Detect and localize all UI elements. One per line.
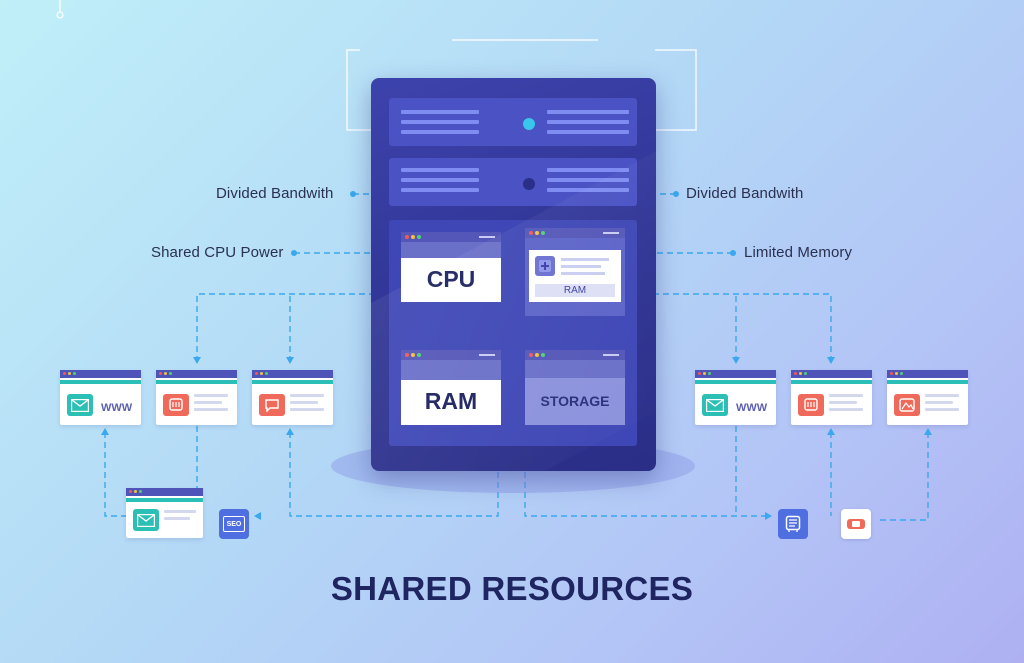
ram-label: RAM: [424, 388, 478, 414]
server-rack-2: [389, 158, 637, 206]
www-label: WWW: [736, 402, 768, 414]
database-icon: [841, 509, 871, 539]
frame-outline: [59, 0, 697, 131]
website-card-right-1: WWW: [695, 370, 776, 425]
connector-dots: [291, 191, 736, 256]
www-label: WWW: [101, 402, 133, 414]
shopping-cart-icon: [798, 394, 824, 416]
server-tower: CPU RAM: [371, 78, 656, 471]
memory-card: RAM: [525, 228, 625, 316]
website-card-left-3: [252, 370, 333, 425]
website-card-right-2: [791, 370, 872, 425]
document-icon: [778, 509, 808, 539]
dashed-connectors: [104, 193, 929, 521]
page-title: SHARED RESOURCES: [330, 570, 694, 607]
website-card-left-1: WWW: [60, 370, 141, 425]
chat-bubble-icon: [259, 394, 285, 416]
website-card-left-4: [126, 488, 203, 538]
resource-panel: CPU RAM: [389, 220, 637, 446]
seo-icon: SEO: [219, 509, 249, 539]
image-gallery-icon: [894, 394, 920, 416]
server-rack-1: [389, 98, 637, 146]
status-light-icon: [523, 178, 535, 190]
divided-bandwidth-right-label: Divided Bandwith: [686, 185, 804, 202]
storage-label: STORAGE: [540, 393, 610, 409]
memory-chip-icon: [535, 256, 555, 276]
memory-card-label: RAM: [563, 285, 587, 296]
divided-bandwidth-left-label: Divided Bandwith: [216, 185, 334, 202]
storage-card: STORAGE: [525, 350, 625, 425]
mail-icon: [702, 394, 728, 416]
mail-icon: [67, 394, 93, 416]
status-light-icon: [523, 118, 535, 130]
cpu-label: CPU: [426, 266, 476, 292]
cpu-card: CPU: [401, 232, 501, 302]
shopping-cart-icon: [163, 394, 189, 416]
mail-icon: [133, 509, 159, 531]
website-card-right-3: [887, 370, 968, 425]
shared-cpu-label: Shared CPU Power: [151, 244, 284, 261]
website-card-left-2: [156, 370, 237, 425]
ram-card: RAM: [401, 350, 501, 425]
limited-memory-label: Limited Memory: [744, 244, 853, 261]
